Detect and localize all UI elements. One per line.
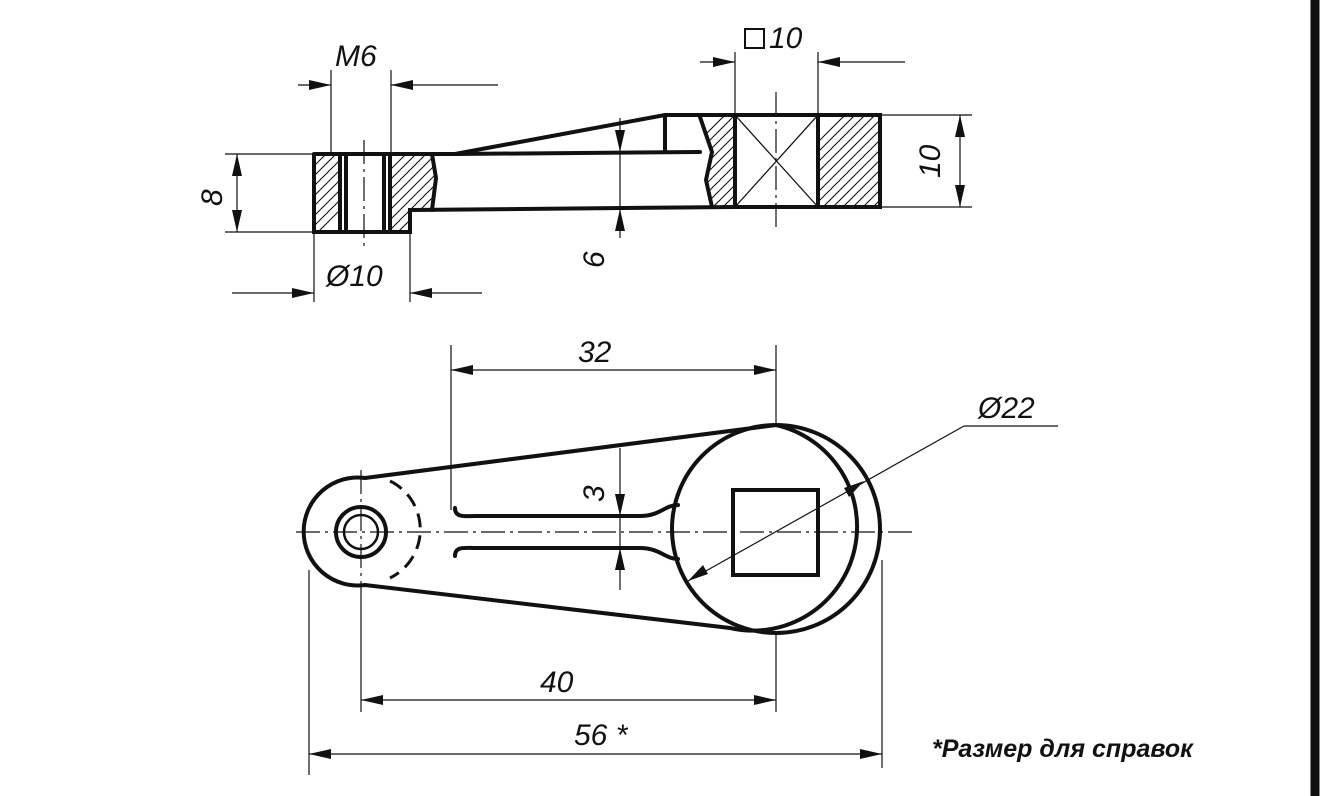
- section-outline: [312, 113, 882, 234]
- label-thickness: 6: [578, 251, 611, 268]
- arrow: [955, 185, 965, 207]
- label-height-left: 8: [196, 189, 229, 206]
- hatch-right-a: [700, 115, 735, 207]
- arrow: [955, 115, 965, 137]
- boss-circle: [670, 423, 882, 635]
- arrow: [451, 365, 473, 375]
- arrow: [309, 80, 331, 90]
- rib-inner-line: [453, 150, 702, 156]
- arrow: [754, 695, 776, 705]
- label-thread: M6: [335, 40, 377, 73]
- break-line-left: [430, 152, 439, 212]
- reference-dimension-note: *Размер для справок: [932, 735, 1194, 763]
- arrow: [292, 288, 314, 298]
- label-dia-boss: Ø22: [977, 392, 1035, 425]
- arrow: [844, 481, 864, 497]
- arrow: [615, 494, 625, 516]
- dim-d22: [687, 425, 965, 582]
- arrow: [232, 154, 242, 176]
- arrow: [391, 80, 413, 90]
- label-overall: 56 *: [574, 719, 629, 752]
- plan-view: 32 Ø22 3 40 56 *: [296, 336, 1058, 775]
- arrow: [688, 565, 708, 581]
- hidden-boss-arc: [389, 479, 422, 580]
- arrow: [860, 749, 882, 759]
- label-slot: 3: [578, 485, 611, 502]
- arrow: [309, 749, 331, 759]
- label-height-right: 10: [914, 144, 947, 178]
- label-dist-top: 32: [578, 336, 612, 369]
- arrow: [754, 365, 776, 375]
- arrow: [615, 209, 625, 231]
- label-dia-small: Ø10: [325, 260, 383, 293]
- arrow: [361, 695, 383, 705]
- section-view: M6 10 8 10 Ø10 6: [196, 22, 972, 302]
- arrow: [818, 57, 840, 67]
- label-dist-bottom: 40: [540, 666, 574, 699]
- square-symbol-icon: [744, 28, 765, 49]
- slot-lower-edge: [453, 545, 680, 561]
- arrow: [232, 210, 242, 232]
- label-square: 10: [769, 22, 803, 55]
- arrow: [713, 57, 735, 67]
- arrow: [615, 130, 625, 152]
- arrow: [410, 288, 432, 298]
- arrow: [615, 548, 625, 570]
- slot-upper-edge: [453, 503, 680, 519]
- break-line-right: [698, 115, 715, 209]
